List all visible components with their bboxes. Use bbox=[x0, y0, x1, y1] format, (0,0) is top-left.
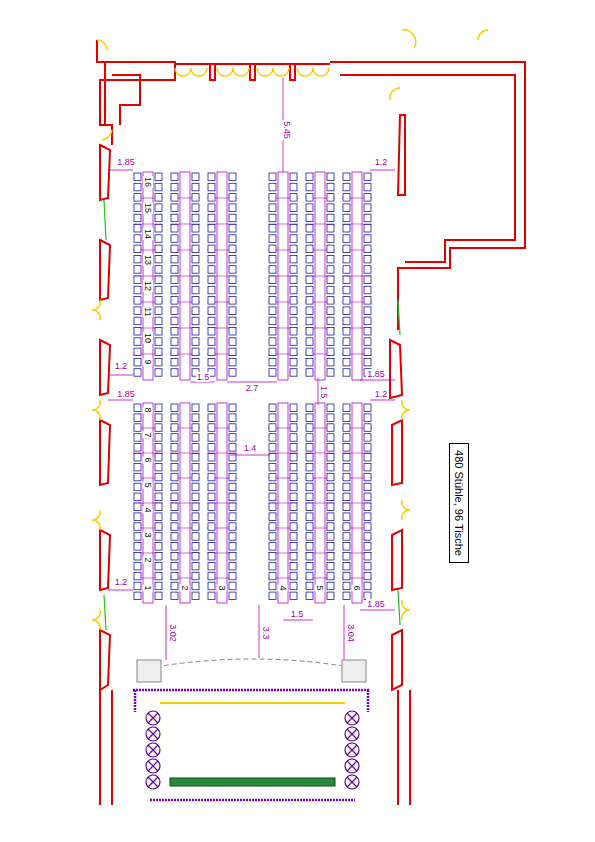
table-number: 15 bbox=[143, 202, 153, 214]
dimension-label: 1.2 bbox=[374, 157, 389, 167]
table-number: 8 bbox=[143, 406, 153, 413]
dimension-label: 1.2 bbox=[114, 577, 129, 587]
dimension-label: 1.5 bbox=[196, 372, 211, 382]
dimension-label: 3.02 bbox=[168, 623, 178, 643]
table-number: 6 bbox=[143, 456, 153, 463]
table-number: 3 bbox=[143, 531, 153, 538]
dimension-label: 1.85 bbox=[116, 157, 136, 167]
table-number: 6 bbox=[352, 584, 362, 591]
dimension-label: 2.7 bbox=[245, 383, 260, 393]
table-number: 4 bbox=[143, 506, 153, 513]
table-number: 5 bbox=[143, 481, 153, 488]
note-box: 480 Stühle, 96 Tische bbox=[449, 443, 469, 563]
table-number: 16 bbox=[143, 176, 153, 188]
table-number: 13 bbox=[143, 254, 153, 266]
dimension-label: 1.4 bbox=[243, 443, 258, 453]
table-number: 3 bbox=[217, 584, 227, 591]
dimension-label: 1.5 bbox=[290, 609, 305, 619]
table-number: 10 bbox=[143, 332, 153, 344]
dimension-label: 1.2 bbox=[114, 361, 129, 371]
table-number: 14 bbox=[143, 228, 153, 240]
dimension-label: 1.2 bbox=[374, 389, 389, 399]
table-number: 7 bbox=[143, 431, 153, 438]
table-number: 1 bbox=[143, 584, 153, 591]
dimension-label: 1.85 bbox=[116, 389, 136, 399]
table-number: 2 bbox=[143, 556, 153, 563]
table-number: 5 bbox=[315, 584, 325, 591]
dimension-label: 1.5 bbox=[319, 385, 329, 400]
table-number: 2 bbox=[180, 584, 190, 591]
dimension-label: 1.85 bbox=[366, 599, 386, 609]
table-number: 9 bbox=[143, 358, 153, 365]
table-number: 11 bbox=[143, 306, 153, 317]
table-number: 4 bbox=[278, 584, 288, 591]
dimension-label: 1.85 bbox=[366, 369, 386, 379]
dimension-label: 3.04 bbox=[346, 623, 356, 643]
dimension-label: 3.3 bbox=[261, 626, 271, 641]
table-number: 12 bbox=[143, 280, 153, 292]
dimension-label: 5.45 bbox=[282, 120, 292, 140]
note-text: 480 Stühle, 96 Tische bbox=[453, 450, 465, 556]
